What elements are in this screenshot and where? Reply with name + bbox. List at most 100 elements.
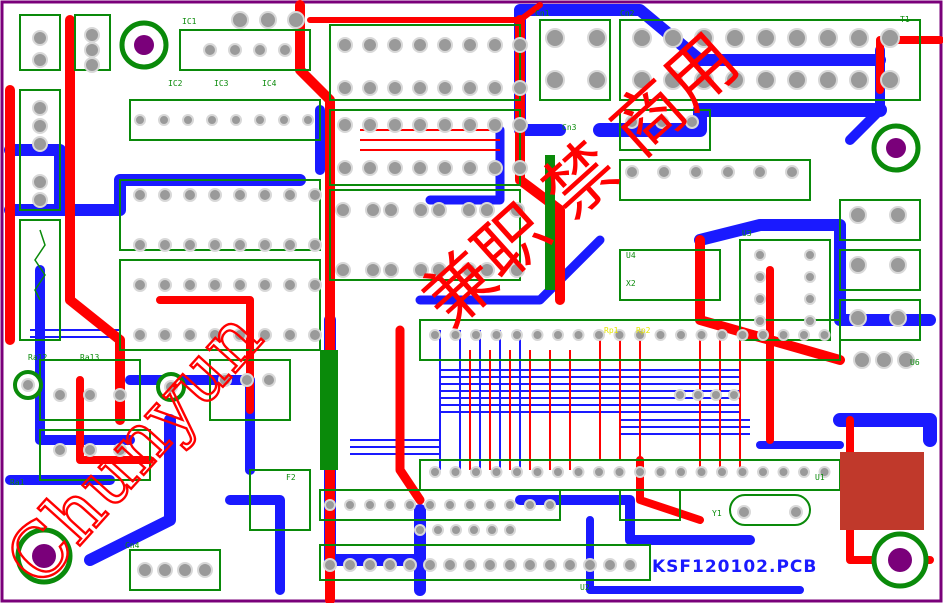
header-pin [443,558,457,572]
hole-pad [21,378,35,392]
crystal-pin [789,505,803,519]
ic-pin [479,202,495,218]
ic-pin [365,202,381,218]
header-pin [253,43,267,57]
header-pin [32,30,48,46]
header-pin [484,499,496,511]
ic-pin [383,202,399,218]
ic-pin [462,80,478,96]
connector-pin [694,28,714,48]
header-pin [404,499,416,511]
ic-pin [804,293,816,305]
ic-pin [509,202,525,218]
ic-pin [462,160,478,176]
header-pin [364,499,376,511]
connector-pin [663,28,683,48]
ic-pin [53,443,67,457]
ic-pin [233,188,247,202]
ic-pin [337,80,353,96]
mcu-pin [470,466,482,478]
header-pin [543,558,557,572]
header-pin [32,192,48,208]
label-ra12: Ra12 [28,353,47,362]
ic-pin [233,238,247,252]
mcu-pin [449,466,462,478]
ic-pin [487,117,503,133]
label-f2: F2 [286,473,296,482]
ic-pin [208,278,222,292]
ic-pin [461,202,477,218]
mcu-pin [593,329,605,341]
connector-pin [849,28,869,48]
connector-pin [725,28,745,48]
label-u6: U6 [910,358,920,367]
ic-pin [431,202,447,218]
connector-pin [880,70,900,90]
ic-pin [240,373,254,387]
ic-pin [278,114,290,126]
header-pin [383,558,397,572]
ic-pin [413,202,429,218]
ic-pin [625,115,639,129]
ic-pin [461,262,477,278]
ic-pin [283,328,297,342]
ic-pin [655,115,669,129]
ic-pin [337,117,353,133]
header-pin [403,558,417,572]
ic-pin [462,117,478,133]
header-pin [323,558,337,572]
mcu-pin [552,466,564,478]
mcu-pin [736,466,749,478]
ic-pin [335,262,351,278]
terminal-pin [849,206,867,224]
ic-pin [437,37,453,53]
ic-pin [625,165,639,179]
component-pads [21,11,915,578]
mcu-pin [634,329,646,341]
ic-pin [134,114,146,126]
header-pin [504,499,516,511]
ic-pin [362,117,378,133]
ic-pin [133,238,147,252]
connector-pin [587,70,607,90]
ic-pin [308,278,322,292]
ic-pin [133,328,147,342]
ic-pin [230,114,242,126]
mcu-pin [818,329,831,341]
ic-pin [804,249,816,261]
header-pin [228,43,242,57]
ic-pin [233,278,247,292]
terminal-pin [849,309,867,327]
mcu-pin [511,466,523,478]
smd-pad [504,524,516,536]
ic-pin [308,188,322,202]
ic-pin [208,188,222,202]
ic-pin [512,37,528,53]
ic-pin [753,165,767,179]
vertical-bar-top [545,155,555,290]
connector-pin [663,70,683,90]
ic-pin [509,262,525,278]
mcu-pin [593,466,605,478]
connector-pin [587,28,607,48]
header-pin [343,558,357,572]
silkscreen-layer [19,14,921,591]
label-cn3: Cn3 [562,123,577,132]
hole-pad [164,380,178,394]
connector-pin [725,70,745,90]
ic-pin [337,37,353,53]
header-pin [544,499,556,511]
connector-pin [157,562,173,578]
header-pin [324,499,336,511]
connector-pin [787,70,807,90]
ic-pin [479,262,495,278]
ic-pin [512,80,528,96]
connector-pin [694,70,714,90]
ic-pin [804,271,816,283]
connector-pin [818,28,838,48]
ic-pin [158,238,172,252]
mcu-pin [613,329,626,341]
header-pin [32,118,48,134]
smd-pad [674,389,686,401]
